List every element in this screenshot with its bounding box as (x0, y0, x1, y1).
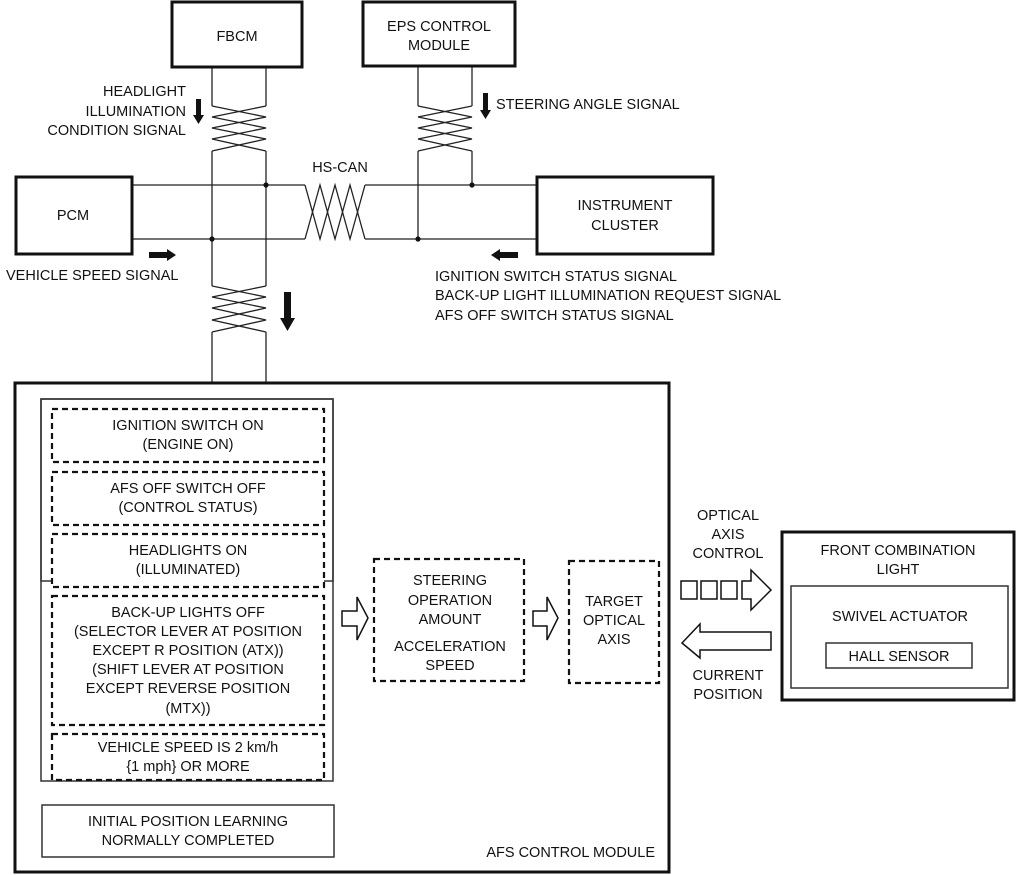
optical-axis-control-line1: OPTICAL (697, 508, 759, 524)
down-arrow-icon (280, 292, 295, 331)
processing-text: STEERING (413, 573, 487, 589)
condition-text: (SELECTOR LEVER AT POSITION (74, 624, 302, 640)
front-combination-light: FRONT COMBINATION LIGHT SWIVEL ACTUATOR … (780, 530, 1016, 702)
headlight-signal: HEADLIGHT ILLUMINATION CONDITION SIGNAL (47, 84, 204, 139)
condition-backup-lights: BACK-UP LIGHTS OFF (SELECTOR LEVER AT PO… (50, 594, 326, 727)
ignition-switch-status-signal: IGNITION SWITCH STATUS SIGNAL (435, 269, 677, 285)
front-combination-light-line2: LIGHT (877, 562, 920, 578)
hall-sensor-label: HALL SENSOR (849, 649, 950, 665)
condition-text: VEHICLE SPEED IS 2 km/h (98, 740, 279, 756)
eps-label-line2: MODULE (408, 38, 470, 54)
current-position-line2: POSITION (693, 687, 762, 703)
condition-ignition-switch: IGNITION SWITCH ON (ENGINE ON) (50, 407, 326, 464)
steering-operation-block: STEERING OPERATION AMOUNT ACCELERATION S… (372, 557, 526, 683)
condition-text: EXCEPT REVERSE POSITION (86, 681, 290, 697)
processing-text: SPEED (425, 658, 474, 674)
condition-text: IGNITION SWITCH ON (112, 418, 263, 434)
can-bus-wiring (132, 66, 540, 382)
condition-text: (MTX)) (165, 701, 210, 717)
fbcm-label: FBCM (216, 29, 257, 45)
down-arrow-icon (193, 99, 204, 124)
processing-text: AXIS (597, 632, 630, 648)
hollow-left-arrow-icon (680, 622, 772, 660)
condition-afs-off-switch: AFS OFF SWITCH OFF (CONTROL STATUS) (50, 470, 326, 527)
current-position-line1: CURRENT (693, 668, 764, 684)
processing-text: OPERATION (408, 593, 492, 609)
initial-position-learning: INITIAL POSITION LEARNING NORMALLY COMPL… (41, 804, 335, 858)
instrument-cluster-module: INSTRUMENT CLUSTER (535, 175, 715, 256)
eps-control-module: EPS CONTROL MODULE (361, 0, 517, 68)
processing-text: ACCELERATION (394, 639, 506, 655)
hs-can-label: HS-CAN (312, 160, 368, 176)
instrument-cluster-signals: IGNITION SWITCH STATUS SIGNAL BACK-UP LI… (435, 249, 781, 324)
condition-text: BACK-UP LIGHTS OFF (111, 605, 265, 621)
condition-text: (SHIFT LEVER AT POSITION (92, 662, 284, 678)
headlight-signal-line1: HEADLIGHT (103, 84, 186, 100)
right-arrow-icon (149, 249, 176, 261)
swivel-actuator: SWIVEL ACTUATOR HALL SENSOR (790, 585, 1009, 689)
front-combination-light-line1: FRONT COMBINATION (821, 543, 976, 559)
hollow-right-arrow-icon (341, 596, 369, 641)
optical-axis-control: OPTICAL AXIS CONTROL (680, 508, 773, 612)
condition-headlights: HEADLIGHTS ON (ILLUMINATED) (50, 532, 326, 589)
vehicle-speed-signal-label: VEHICLE SPEED SIGNAL (6, 268, 178, 284)
pcm-module: PCM (14, 175, 134, 256)
processing-text: OPTICAL (583, 613, 645, 629)
condition-text: (CONTROL STATUS) (118, 500, 257, 516)
instrument-cluster-line1: INSTRUMENT (577, 198, 672, 214)
eps-label-line1: EPS CONTROL (387, 19, 491, 35)
afs-off-switch-status-signal: AFS OFF SWITCH STATUS SIGNAL (435, 308, 674, 324)
fbcm-module: FBCM (170, 0, 304, 69)
swivel-actuator-label: SWIVEL ACTUATOR (832, 609, 968, 625)
steering-angle-signal: STEERING ANGLE SIGNAL (480, 93, 680, 119)
current-position: CURRENT POSITION (680, 622, 772, 703)
hollow-right-arrow-icon (532, 596, 559, 641)
headlight-signal-line2: ILLUMINATION (86, 104, 186, 120)
condition-text: {1 mph} OR MORE (126, 759, 250, 775)
afs-control-module-label: AFS CONTROL MODULE (486, 845, 655, 861)
condition-text: (ENGINE ON) (142, 437, 233, 453)
initial-learning-line2: NORMALLY COMPLETED (102, 833, 275, 849)
processing-text: TARGET (585, 594, 643, 610)
initial-learning-line1: INITIAL POSITION LEARNING (88, 814, 288, 830)
pcm-label: PCM (57, 208, 89, 224)
processing-text: AMOUNT (419, 612, 482, 628)
afs-control-module: AFS CONTROL MODULE IGNITION SWITCH ON (E… (13, 381, 671, 874)
condition-vehicle-speed: VEHICLE SPEED IS 2 km/h {1 mph} OR MORE (50, 732, 326, 782)
optical-axis-control-line2: AXIS (711, 527, 744, 543)
backup-light-request-signal: BACK-UP LIGHT ILLUMINATION REQUEST SIGNA… (435, 288, 781, 304)
target-optical-axis-block: TARGET OPTICAL AXIS (567, 559, 661, 685)
vehicle-speed-signal: VEHICLE SPEED SIGNAL (6, 249, 178, 284)
condition-text: HEADLIGHTS ON (129, 543, 247, 559)
down-arrow-icon (480, 93, 491, 119)
condition-text: (ILLUMINATED) (136, 562, 240, 578)
condition-text: EXCEPT R POSITION (ATX)) (92, 643, 283, 659)
left-arrow-icon (491, 249, 518, 261)
steering-angle-signal-label: STEERING ANGLE SIGNAL (496, 97, 680, 113)
headlight-signal-line3: CONDITION SIGNAL (47, 123, 186, 139)
condition-text: AFS OFF SWITCH OFF (110, 481, 266, 497)
hall-sensor: HALL SENSOR (825, 642, 973, 669)
optical-axis-control-line3: CONTROL (693, 546, 764, 562)
instrument-cluster-line2: CLUSTER (591, 218, 659, 234)
pulse-signal-arrow-icon (680, 568, 773, 612)
